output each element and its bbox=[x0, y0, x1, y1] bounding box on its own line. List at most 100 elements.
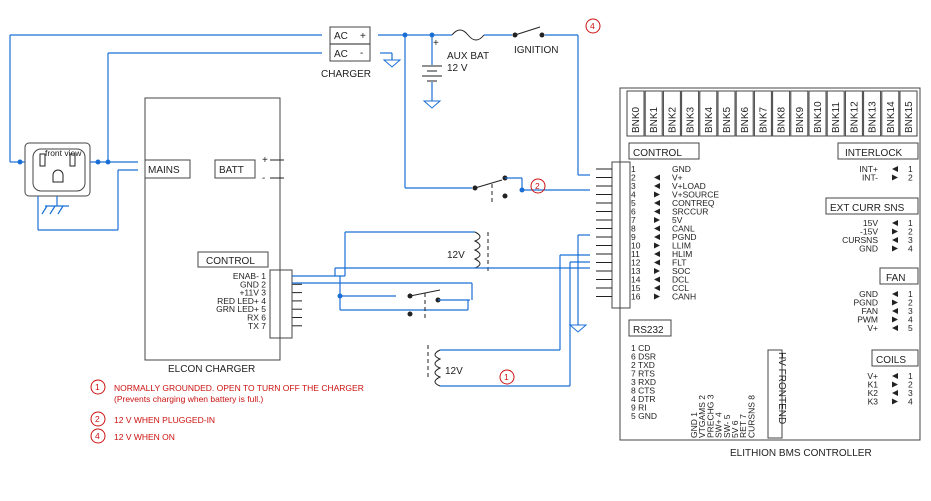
coils-pin-label: K2 bbox=[868, 388, 879, 398]
elcon-control: CONTROL bbox=[206, 256, 255, 267]
bms-coils-title: COILS bbox=[876, 355, 906, 366]
bms-box bbox=[619, 87, 921, 441]
legend-marker-icon bbox=[90, 379, 106, 395]
bank-label: BNK13 bbox=[868, 101, 879, 133]
bms-rs232-title: RS232 bbox=[633, 325, 664, 336]
relay-switch-mid bbox=[407, 289, 470, 320]
ext_curr-pin-label: CURSNS bbox=[842, 235, 878, 245]
external-charger: AC AC + - CHARGER bbox=[321, 26, 402, 80]
fan-pin-label: GND bbox=[859, 289, 878, 299]
ext_curr-pin-label: GND bbox=[859, 244, 878, 254]
fan-pin-label: PGND bbox=[853, 298, 878, 308]
relay-marker-2: 2 bbox=[535, 181, 540, 191]
bank-label: BNK7 bbox=[758, 106, 769, 133]
fuse bbox=[451, 29, 485, 41]
hv-pin-label: SW+ 4 bbox=[714, 412, 724, 438]
coils-pin-number: 4 bbox=[908, 397, 913, 407]
interlock-pin-number: 2 bbox=[908, 173, 913, 183]
charger-ground-icon bbox=[382, 59, 402, 68]
legend-marker: 4 bbox=[95, 431, 100, 441]
aux-battery: + AUX BAT 12 V bbox=[422, 35, 489, 109]
relay-top-coil-icon bbox=[473, 231, 481, 269]
hv-pin-label: RET 7 bbox=[738, 414, 748, 438]
fan-pin-number: 2 bbox=[908, 298, 913, 308]
bank-label: BNK4 bbox=[704, 106, 715, 133]
elcon-batt-plus: + bbox=[262, 155, 268, 166]
control-pin-number: 1 bbox=[631, 164, 636, 174]
rs232-row: 9 RI bbox=[631, 403, 647, 413]
elcon-box bbox=[144, 97, 281, 361]
fan-pin-label: V+ bbox=[867, 323, 878, 333]
coils-pin-number: 1 bbox=[908, 371, 913, 381]
rs232-row: 3 RXD bbox=[631, 377, 656, 387]
ext_curr-pin-number: 3 bbox=[908, 235, 913, 245]
earth-ground-icon bbox=[41, 205, 48, 215]
control-pin-label: CANH bbox=[672, 292, 696, 302]
bank-label: BNK14 bbox=[886, 101, 897, 133]
elcon-pin-label: GND 2 bbox=[240, 279, 266, 289]
bms-fan-title: FAN bbox=[886, 273, 905, 284]
legend: 1 NORMALLY GROUNDED. OPEN TO TURN OFF THE… bbox=[90, 379, 364, 444]
rs232-row: 4 DTR bbox=[631, 394, 656, 404]
bms-interlock-title: INTERLOCK bbox=[845, 148, 903, 159]
control-pin-number: 7 bbox=[631, 215, 636, 225]
bank-label: BNK6 bbox=[740, 106, 751, 133]
ext_curr-pin-label: 15V bbox=[863, 218, 878, 228]
ignition-label: IGNITION bbox=[514, 45, 558, 56]
legend-marker-icon bbox=[90, 411, 106, 427]
hv-pin-label: VTGAMS 2 bbox=[697, 395, 707, 438]
control-pin-label: SRCCUR bbox=[672, 207, 708, 217]
interlock-pin-number: 1 bbox=[908, 164, 913, 174]
elcon-pin-label: GRN LED+ 5 bbox=[216, 304, 266, 314]
battery-ground-icon bbox=[422, 100, 442, 109]
hv-pin-label: CURSNS 8 bbox=[746, 395, 756, 438]
control-pin-number: 16 bbox=[631, 292, 641, 302]
rs232-row: 6 DSR bbox=[631, 352, 656, 362]
ext_curr-pin-label: -15V bbox=[860, 227, 878, 237]
marker-1-icon bbox=[499, 369, 515, 385]
control-pin-label: CONTREQ bbox=[672, 198, 715, 208]
interlock-pin-label: INT+ bbox=[859, 164, 878, 174]
hv-pin-label: GND 1 bbox=[689, 412, 699, 438]
ext_curr-pin-number: 4 bbox=[908, 244, 913, 254]
bank-label: BNK10 bbox=[813, 101, 824, 133]
legend-text: NORMALLY GROUNDED. OPEN TO TURN OFF THE … bbox=[114, 383, 364, 393]
control-pin-number: 10 bbox=[631, 241, 641, 251]
elcon-pin-label: RED LED+ 4 bbox=[217, 296, 266, 306]
fan-pin-number: 3 bbox=[908, 306, 913, 316]
coils-pin-label: V+ bbox=[867, 371, 878, 381]
relay-top-coil: 12V bbox=[447, 250, 465, 261]
elcon-mains: MAINS bbox=[148, 165, 180, 176]
ext_curr-pin-number: 1 bbox=[908, 218, 913, 228]
legend-text: 12 V WHEN PLUGGED-IN bbox=[114, 415, 215, 425]
charger-ac-plus: AC bbox=[334, 31, 348, 42]
outlet-label: front view bbox=[45, 148, 82, 158]
fan-pin-number: 5 bbox=[908, 323, 913, 333]
mains-outlet: front view bbox=[9, 35, 138, 231]
coils-pin-label: K1 bbox=[868, 380, 879, 390]
control-pin-label: V+SOURCE bbox=[672, 190, 719, 200]
control-pin-label: 5V bbox=[672, 215, 683, 225]
interlock-pin-label: INT- bbox=[862, 173, 878, 183]
coils-pin-number: 3 bbox=[908, 388, 913, 398]
control-pin-label: LLIM bbox=[672, 241, 691, 251]
rs232-row: 2 TXD bbox=[631, 360, 655, 370]
aux-bat-voltage: 12 V bbox=[447, 63, 468, 74]
rs232-row: 5 GND bbox=[631, 411, 657, 421]
hv-pin-label: PRECHG 3 bbox=[705, 394, 715, 438]
bms-ext-curr-title: EXT CURR SNS bbox=[830, 203, 905, 214]
control-pin-label: PGND bbox=[672, 232, 697, 242]
fan-pin-number: 1 bbox=[908, 289, 913, 299]
bank-label: BNK2 bbox=[667, 106, 678, 133]
aux-bat-name: AUX BAT bbox=[447, 51, 489, 62]
control-pin-label: DCL bbox=[672, 275, 689, 285]
ignition-marker: 4 bbox=[590, 21, 595, 31]
control-pin-number: 9 bbox=[631, 232, 636, 242]
legend-marker: 1 bbox=[95, 382, 100, 392]
control-pin-number: 13 bbox=[631, 266, 641, 276]
bank-label: BNK8 bbox=[777, 106, 788, 133]
legend-text: 12 V WHEN ON bbox=[114, 432, 175, 442]
